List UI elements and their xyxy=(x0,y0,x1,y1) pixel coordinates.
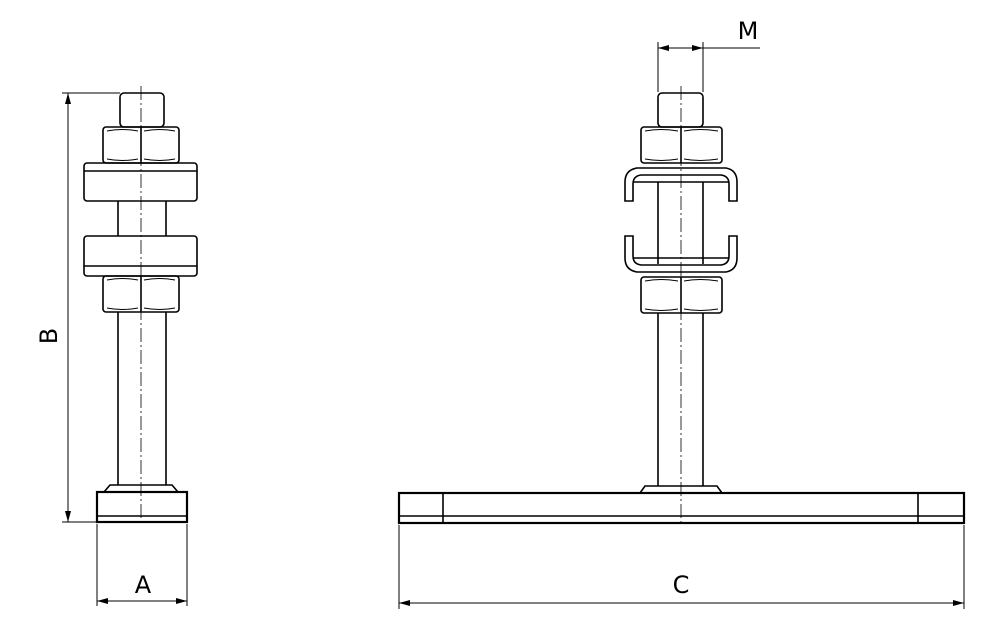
label-b: B xyxy=(35,328,63,344)
stud-tip xyxy=(119,92,165,128)
dimension-a: A xyxy=(96,524,188,606)
left-view: B A xyxy=(35,86,198,606)
dimension-c: C xyxy=(398,525,965,609)
stud-tip-right xyxy=(657,92,704,128)
upper-nut-right xyxy=(640,126,723,164)
label-a: A xyxy=(135,571,152,599)
right-view: M C xyxy=(397,17,966,609)
left-base-foot xyxy=(95,490,189,524)
label-m: M xyxy=(738,17,759,45)
upper-washer xyxy=(83,162,198,202)
dimension-b: B xyxy=(35,92,120,523)
label-c: C xyxy=(673,571,690,599)
lower-washer xyxy=(83,235,198,277)
lower-nut-right xyxy=(640,276,723,314)
dimension-m: M xyxy=(657,17,760,92)
right-base-plate xyxy=(397,491,966,525)
